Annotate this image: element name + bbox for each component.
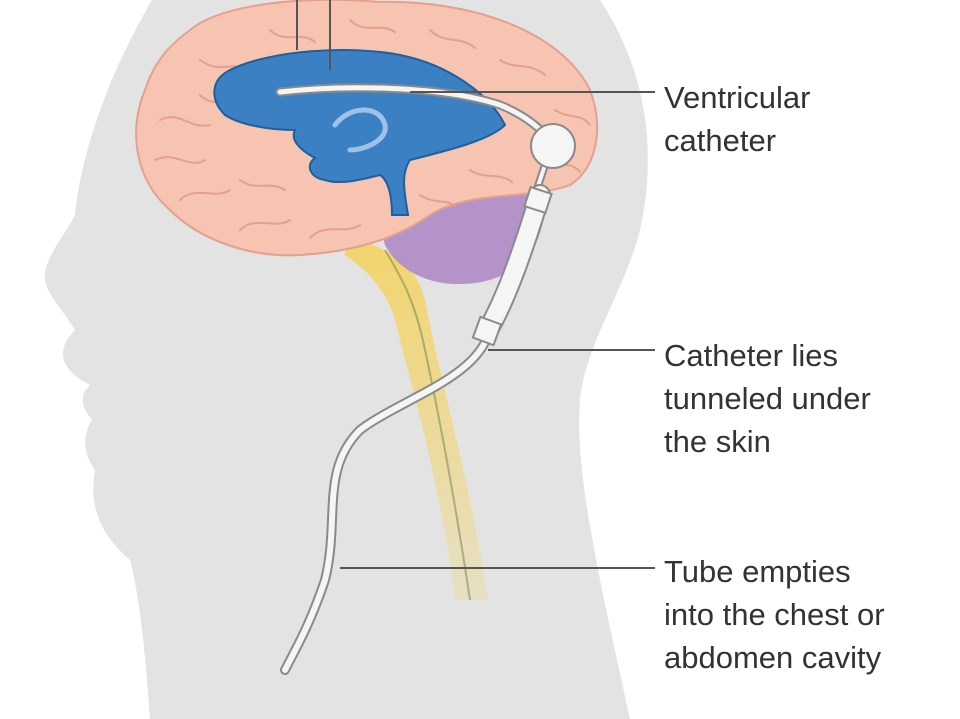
shunt-valve [530,123,576,169]
label-line: the skin [664,424,771,459]
ventricle-inner-loop [332,107,388,153]
label-line: into the chest or [664,597,885,632]
spinal-canal [384,249,471,601]
label-line: Ventricular [664,80,811,115]
ventricular-catheter-fill [277,85,553,143]
label-ventricular-catheter: Ventricular catheter [664,76,810,162]
label-line: Catheter lies [664,338,839,373]
shunt-tube-lower-fill [282,335,490,673]
label-line: abdomen cavity [664,640,882,675]
label-line: Tube empties [664,554,851,589]
shunt-tube-upper-fill [479,186,549,339]
label-catheter-tunneled: Catheter lies tunneled under the skin [664,334,871,463]
coupler-top [523,185,553,215]
coupler-bottom [471,315,503,347]
label-tube-empties: Tube empties into the chest or abdomen c… [664,550,885,679]
label-line: tunneled under [664,381,871,416]
label-line: catheter [664,123,777,158]
spinal-cord [345,235,488,600]
